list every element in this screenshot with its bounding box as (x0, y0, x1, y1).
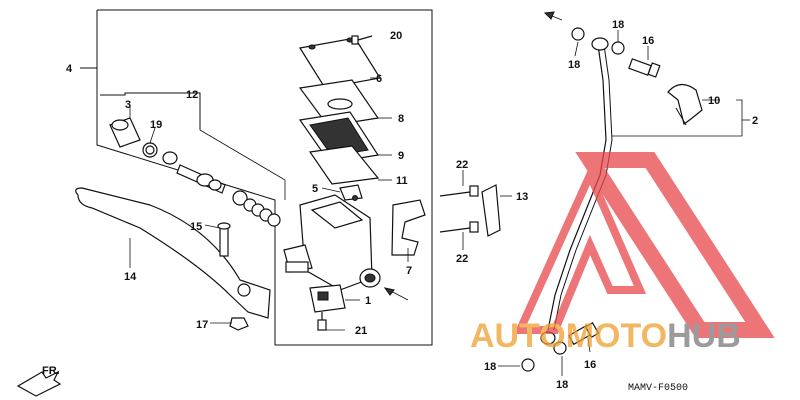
bolt-22-lower (439, 221, 479, 233)
callout-18-d: 18 (556, 379, 568, 391)
watermark-moto: MOTO (566, 317, 667, 355)
callout-14: 14 (124, 271, 137, 283)
diagram-code: MAMV-F0500 (628, 383, 688, 394)
washer-18-a (571, 27, 585, 41)
washer-18-d (553, 341, 567, 355)
bolt-22-upper (439, 185, 479, 197)
washer-18-b (611, 41, 625, 55)
callout-2: 2 (752, 115, 758, 127)
front-arrow: FR. (16, 365, 62, 397)
callout-15: 15 (190, 221, 202, 233)
callout-21: 21 (355, 325, 367, 337)
callout-18-c: 18 (484, 361, 496, 373)
gasket (308, 145, 380, 185)
boot-3 (109, 117, 141, 148)
watermark-auto: AUTO (470, 317, 566, 355)
watermark-hub: HUB (667, 317, 741, 355)
switch-5 (339, 184, 363, 201)
callout-16-upper: 16 (642, 35, 654, 47)
callout-9: 9 (398, 150, 404, 162)
brake-light-switch (309, 284, 346, 313)
callout-19: 19 (150, 119, 162, 131)
screw-21 (317, 312, 327, 331)
bolt-16-upper (628, 58, 661, 78)
callout-4: 4 (66, 63, 73, 75)
callout-11: 11 (396, 175, 408, 187)
bolt-15 (217, 222, 231, 257)
master-cylinder-body (283, 194, 381, 291)
callout-3: 3 (125, 99, 131, 111)
callout-16-lower: 16 (584, 359, 596, 371)
washer-18-c (521, 358, 535, 372)
callout-13: 13 (516, 191, 528, 203)
brake-lever (75, 187, 271, 319)
callout-22-upper: 22 (456, 159, 468, 171)
callout-18-a: 18 (612, 19, 624, 31)
front-label: FR. (42, 365, 60, 377)
callout-20: 20 (390, 30, 402, 42)
nut-17 (229, 317, 249, 331)
direction-arrow-top (543, 11, 563, 21)
bolt-16-lower (568, 321, 600, 346)
callout-8: 8 (398, 113, 404, 125)
boot-10 (667, 83, 703, 126)
callout-18-b: 18 (568, 59, 580, 71)
holder-13 (481, 184, 501, 237)
reservoir-cap (299, 37, 381, 89)
callout-7: 7 (406, 265, 412, 277)
screw-20 (351, 35, 373, 45)
callout-22-lower: 22 (456, 253, 468, 265)
holder-7 (391, 199, 426, 256)
callout-1: 1 (365, 295, 371, 307)
watermark-logo: AUTOMOTOHUB (470, 152, 775, 355)
callout-labels: 1 2 3 4 5 6 7 8 9 10 11 12 13 14 15 16 1… (66, 19, 758, 391)
callout-17: 17 (196, 319, 208, 331)
piston-assembly (162, 151, 281, 227)
callout-5: 5 (312, 183, 318, 195)
callout-10: 10 (708, 95, 720, 107)
callout-12: 12 (186, 89, 198, 101)
circlip-19 (142, 142, 158, 158)
assembly-frame (80, 9, 433, 346)
watermark-text: AUTOMOTOHUB (470, 317, 741, 355)
leader-lines (129, 30, 750, 376)
callout-6: 6 (376, 73, 382, 85)
